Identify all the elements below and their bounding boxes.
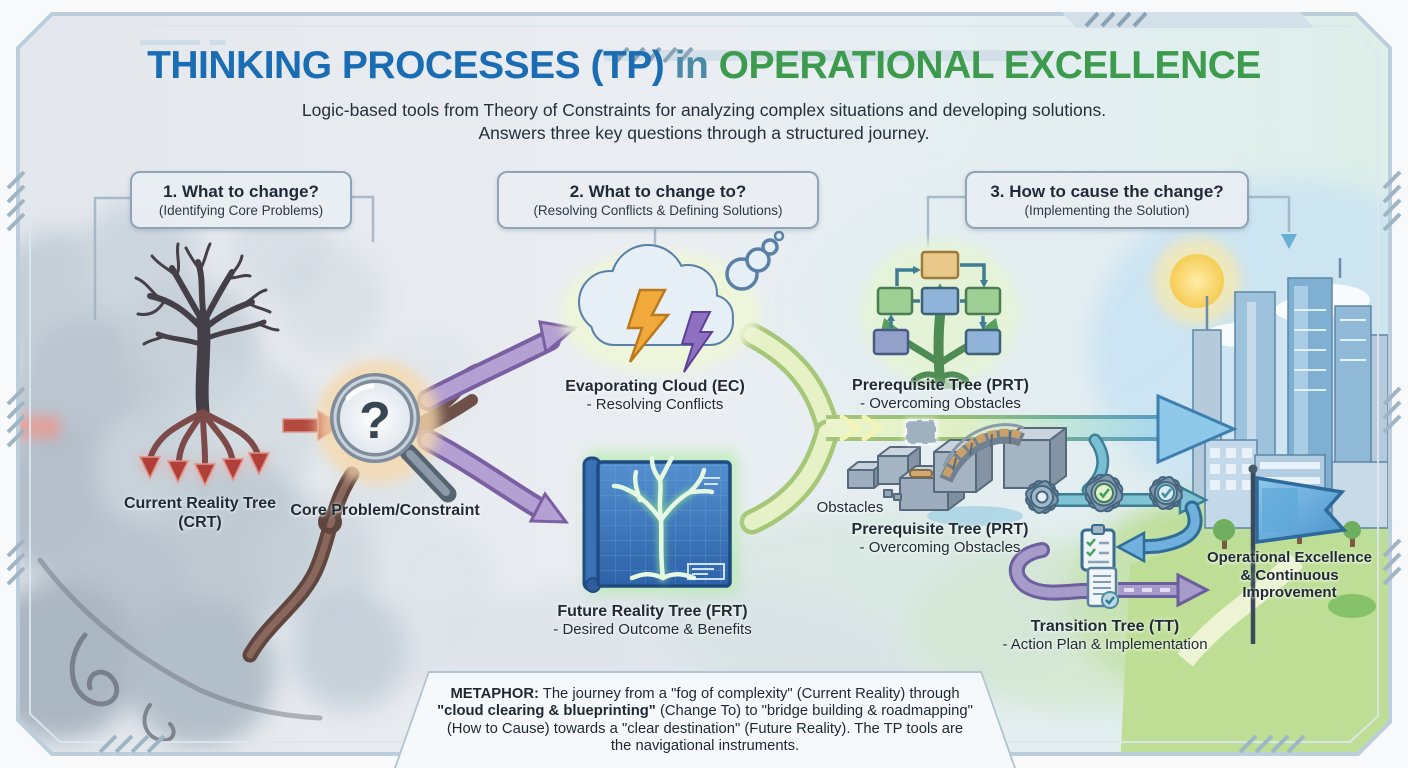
clipboard-icon	[1080, 524, 1116, 572]
question-3-title: 3. How to cause the change?	[990, 181, 1224, 201]
question-1-title: 1. What to change?	[163, 181, 319, 201]
obstacle-cube	[877, 446, 921, 485]
sun-icon	[1153, 237, 1241, 325]
label-current-reality-tree: Current Reality Tree (CRT)	[123, 495, 277, 531]
flow-arrow-main	[739, 322, 1238, 535]
label-prerequisite-tree-bottom: Prerequisite Tree (PRT) - Overcoming Obs…	[851, 521, 1029, 556]
question-2-subtitle: (Resolving Conflicts & Defining Solution…	[533, 202, 783, 218]
label-evaporating-cloud: Evaporating Cloud (EC) - Resolving Confl…	[565, 378, 745, 413]
flag-icon	[1248, 464, 1348, 644]
metaphor-text-2: (Change To) to "bridge building & roadma…	[446, 703, 973, 754]
gear-icon	[1025, 480, 1059, 514]
gear-check-icon	[1084, 473, 1124, 513]
edge-hatches-right	[1382, 170, 1402, 586]
vapor-wisps	[725, 238, 779, 291]
current-reality-tree-illustration	[0, 242, 346, 487]
title-part-green: OPERATIONAL EXCELLENCE	[718, 44, 1262, 87]
question-box-3: 3. How to cause the change? (Implementin…	[965, 171, 1249, 229]
metaphor-bold-1: METAPHOR:	[450, 685, 539, 702]
question-box-2: 2. What to change to? (Resolving Conflic…	[497, 171, 819, 229]
question-3-subtitle: (Implementing the Solution)	[1024, 202, 1190, 218]
bridge-icon	[939, 423, 1025, 484]
lightning-icon-purple	[680, 311, 714, 373]
metaphor-text: METAPHOR: The journey from a "fog of com…	[435, 686, 975, 756]
question-2-title: 2. What to change to?	[569, 181, 747, 201]
title-part-blue: THINKING PROCESSES (TP)	[147, 44, 665, 87]
subtitle-line-2: Answers three key questions through a st…	[478, 123, 930, 143]
lightning-icon-orange	[626, 288, 671, 363]
connector-lines	[93, 195, 1291, 320]
magnifier-icon	[316, 360, 457, 503]
obstacles-bridge-illustration	[847, 423, 1067, 526]
page-title: THINKING PROCESSES (TP) in OPERATIONAL E…	[0, 44, 1408, 88]
corner-hatches-bottom	[98, 734, 1306, 754]
label-future-reality-tree: Future Reality Tree (FRT) - Desired Outc…	[553, 603, 752, 638]
document-icon	[1086, 566, 1119, 609]
question-mark-glyph: ?	[359, 392, 391, 450]
gear-check-icon	[1149, 476, 1183, 510]
subtitle-line-1: Logic-based tools from Theory of Constra…	[301, 100, 1107, 120]
label-core-problem: Core Problem/Constraint	[290, 502, 480, 519]
red-down-arrows	[138, 452, 271, 487]
metaphor-panel: METAPHOR: The journey from a "fog of com…	[394, 671, 1016, 768]
edge-hatches-left	[6, 170, 26, 586]
question-1-subtitle: (Identifying Core Problems)	[158, 202, 324, 218]
page-subtitle: Logic-based tools from Theory of Constra…	[0, 99, 1408, 145]
blueprint-icon	[582, 452, 738, 594]
evaporating-cloud-icon	[560, 230, 785, 374]
label-prerequisite-tree-top: Prerequisite Tree (PRT) - Overcoming Obs…	[852, 377, 1029, 412]
prerequisite-tree-icon	[860, 240, 1020, 389]
label-operational-excellence: Operational Excellence & Continuous Impr…	[1206, 549, 1373, 601]
branch-arrows-purple	[417, 320, 579, 524]
title-part-teal: in	[674, 44, 709, 87]
label-transition-tree: Transition Tree (TT) - Action Plan & Imp…	[1002, 618, 1208, 653]
milestone-box-icon	[904, 418, 938, 446]
metaphor-text-1: The journey from a "fog of complexity" (…	[538, 685, 960, 702]
question-box-1: 1. What to change? (Identifying Core Pro…	[130, 171, 352, 229]
label-obstacles: Obstacles	[816, 499, 884, 516]
down-arrow-icon	[1281, 234, 1297, 249]
prt-boxes	[872, 250, 1002, 356]
metaphor-bold-2: "cloud clearing & blueprinting"	[437, 703, 656, 719]
